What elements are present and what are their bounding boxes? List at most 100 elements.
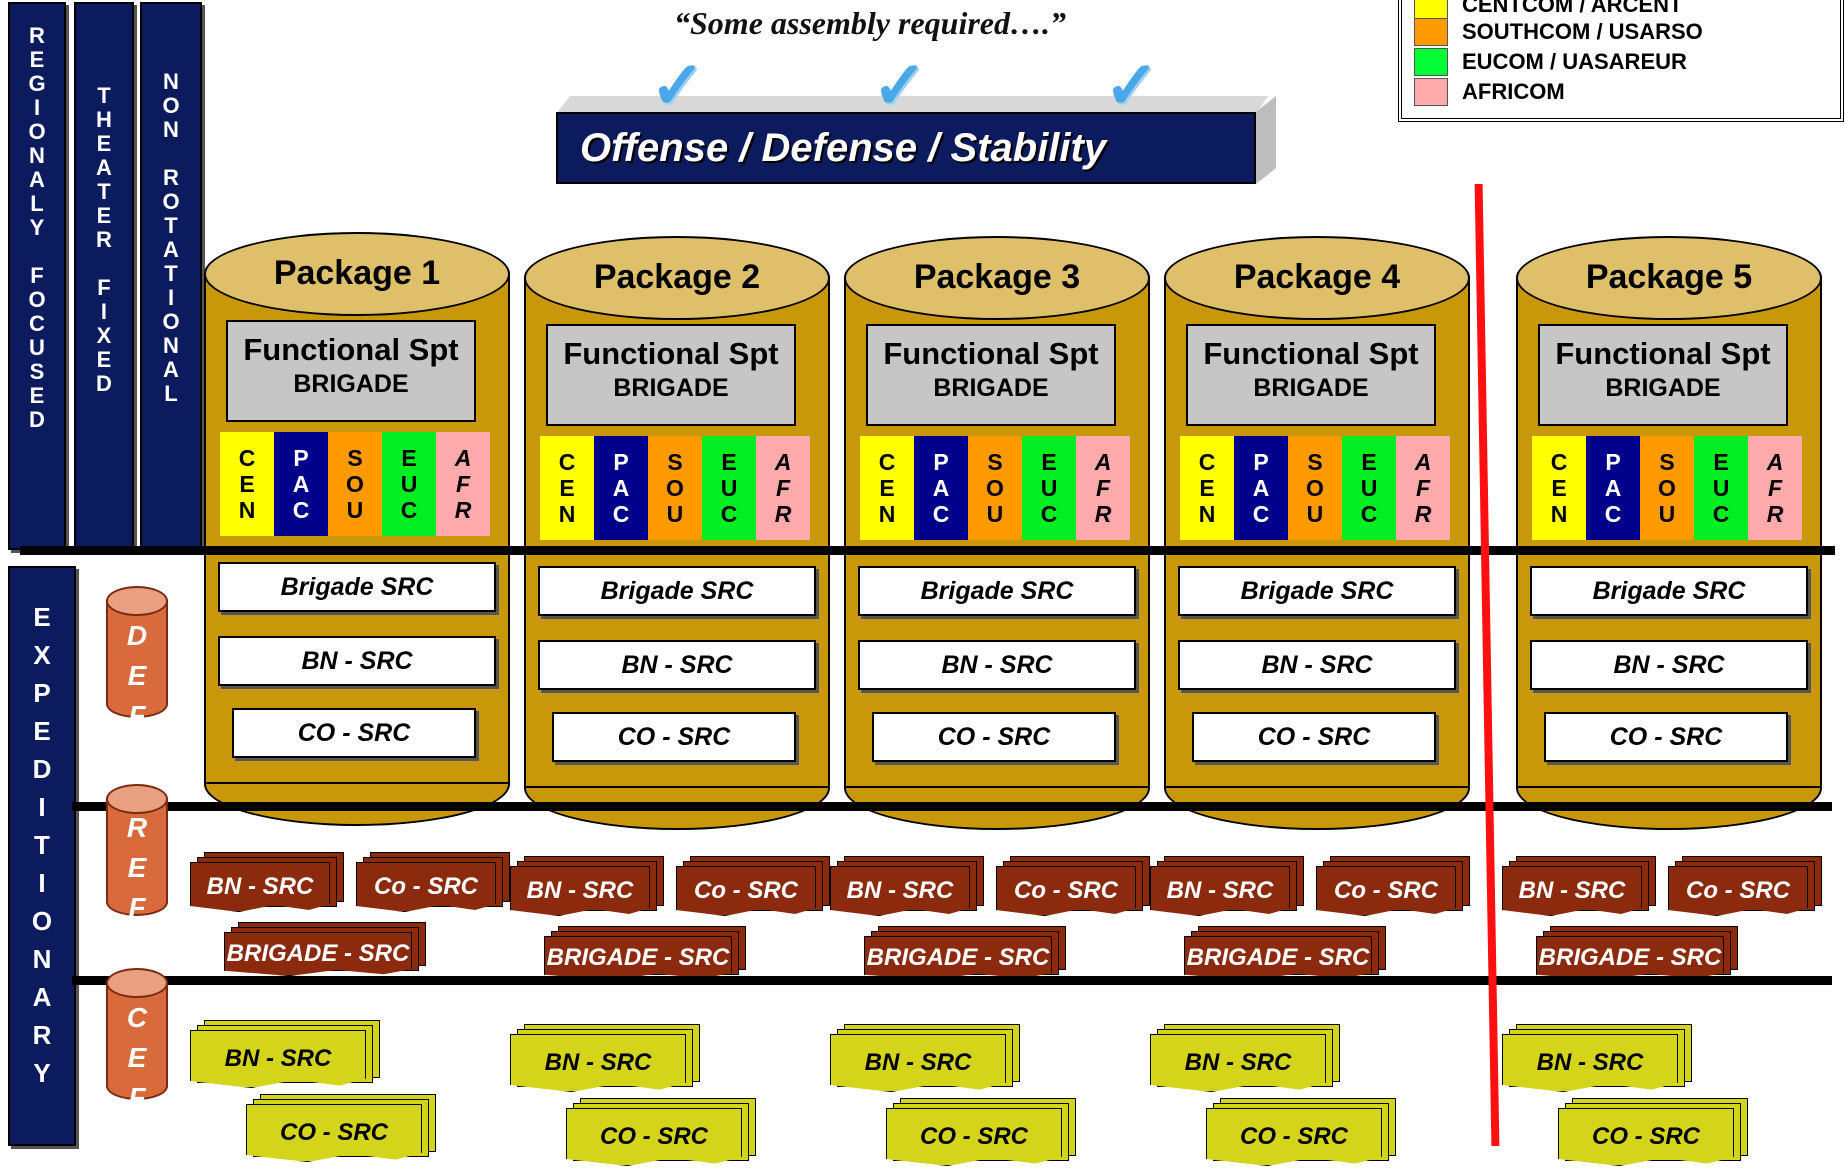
ref-co-src-stack-label: Co - SRC — [1316, 866, 1456, 916]
legend-item: SOUTHCOM / USARSO — [1414, 17, 1703, 47]
legend-label: AFRICOM — [1462, 79, 1565, 104]
ref-bn-src-stack-label: BN - SRC — [830, 866, 970, 916]
functional-spt-label: Functional Spt — [1555, 336, 1771, 371]
package-cylinder-top — [524, 236, 830, 320]
brigade-label: BRIGADE — [613, 374, 729, 402]
ref-brigade-src-stack: BRIGADE - SRC — [1184, 926, 1388, 982]
command-label: C E N — [238, 445, 256, 523]
legend-item: EUCOM / UASAREUR — [1414, 47, 1687, 77]
ref-bn-src-stack-label: BN - SRC — [1150, 866, 1290, 916]
regionally-focused-text: R E G I O N A L Y F O C U S E D — [28, 23, 46, 432]
brigade-src-box: Brigade SRC — [1530, 566, 1808, 616]
command-cell: E U C — [1022, 436, 1076, 540]
cef-bn-src-stack: BN - SRC — [1150, 1024, 1342, 1094]
ref-cylinder-body — [106, 798, 168, 916]
package-title: Package 1 — [273, 254, 441, 292]
legend-swatch — [1414, 78, 1448, 106]
theater-fixed-column: T H E A T E R F I X E D — [74, 2, 134, 550]
command-cell: S O U — [968, 436, 1022, 540]
command-cell: A F R — [756, 436, 810, 540]
command-label: P A C — [612, 449, 630, 527]
cef-bn-src-stack: BN - SRC — [830, 1024, 1022, 1094]
cef-cylinder-top — [106, 968, 168, 998]
cef-co-src-stack: CO - SRC — [566, 1098, 758, 1168]
checkmark-icon: ✓ — [1104, 48, 1160, 122]
bn-src-box: BN - SRC — [1530, 640, 1808, 690]
package-title: Package 2 — [593, 258, 761, 296]
brigade-src-box: Brigade SRC — [1178, 566, 1456, 616]
cef-bn-src-stack: BN - SRC — [190, 1020, 382, 1090]
ref-co-src-stack-label: Co - SRC — [996, 866, 1136, 916]
cef-cylinder-body — [106, 982, 168, 1100]
package-title: Package 3 — [913, 258, 1081, 296]
ref-bn-src-stack: BN - SRC — [1150, 856, 1306, 918]
def-cylinder: D E F — [106, 586, 168, 736]
tagline: “Some assembly required….” — [674, 5, 1066, 41]
ref-bn-src-stack: BN - SRC — [830, 856, 986, 918]
functional-spt-label: Functional Spt — [243, 332, 459, 367]
co-src-box: CO - SRC — [552, 712, 796, 762]
ref-cylinder-top — [106, 784, 168, 814]
package-cylinder-top — [204, 232, 510, 316]
command-label: A F R — [1766, 449, 1784, 527]
cef-co-src-stack-label: CO - SRC — [566, 1108, 742, 1166]
command-cell: C E N — [220, 432, 274, 536]
command-label: E U C — [720, 449, 738, 527]
command-label: A F R — [1094, 449, 1112, 527]
command-label: S O U — [986, 449, 1004, 527]
command-cell: P A C — [594, 436, 648, 540]
ref-brigade-src-stack-label: BRIGADE - SRC — [864, 936, 1052, 980]
co-src-box: CO - SRC — [872, 712, 1116, 762]
command-cell: C E N — [540, 436, 594, 540]
command-label: C E N — [1198, 449, 1216, 527]
ref-co-src-stack-label: Co - SRC — [356, 862, 496, 912]
ref-co-src-stack-label: Co - SRC — [1668, 866, 1808, 916]
ref-co-src-stack: Co - SRC — [676, 856, 832, 918]
cef-co-src-stack: CO - SRC — [1558, 1098, 1750, 1168]
cef-bn-src-stack-label: BN - SRC — [510, 1034, 686, 1092]
command-label: E U C — [1040, 449, 1058, 527]
command-cell: S O U — [328, 432, 382, 536]
command-label: S O U — [1306, 449, 1324, 527]
command-label: P A C — [1252, 449, 1270, 527]
command-label: S O U — [666, 449, 684, 527]
command-cell: A F R — [1396, 436, 1450, 540]
ref-co-src-stack: Co - SRC — [356, 852, 512, 914]
command-cell: A F R — [436, 432, 490, 536]
ref-bn-src-stack-label: BN - SRC — [190, 862, 330, 912]
co-src-box: CO - SRC — [1544, 712, 1788, 762]
cef-co-src-stack: CO - SRC — [886, 1098, 1078, 1168]
cef-co-src-stack: CO - SRC — [246, 1094, 438, 1164]
cef-label: C E F — [126, 1002, 148, 1113]
command-cell: S O U — [1288, 436, 1342, 540]
command-label: P A C — [932, 449, 950, 527]
command-cell: E U C — [1694, 436, 1748, 540]
ref-bn-src-stack: BN - SRC — [190, 852, 346, 914]
co-src-box: CO - SRC — [232, 708, 476, 758]
divider-line — [72, 802, 1832, 811]
legend-swatch — [1414, 18, 1448, 46]
ref-bn-src-stack: BN - SRC — [1502, 856, 1658, 918]
ref-co-src-stack: Co - SRC — [1316, 856, 1472, 918]
ref-co-src-stack: Co - SRC — [996, 856, 1152, 918]
brigade-src-box: Brigade SRC — [538, 566, 816, 616]
checkmark-icon: ✓ — [872, 48, 928, 122]
command-cell: E U C — [382, 432, 436, 536]
command-cell: P A C — [914, 436, 968, 540]
command-label: A F R — [774, 449, 792, 527]
package-cylinder-top — [844, 236, 1150, 320]
ref-brigade-src-stack-label: BRIGADE - SRC — [1536, 936, 1724, 980]
ref-bn-src-stack-label: BN - SRC — [510, 866, 650, 916]
cef-co-src-stack-label: CO - SRC — [886, 1108, 1062, 1166]
cef-bn-src-stack-label: BN - SRC — [190, 1030, 366, 1088]
command-cell: S O U — [648, 436, 702, 540]
bn-src-box: BN - SRC — [538, 640, 816, 690]
